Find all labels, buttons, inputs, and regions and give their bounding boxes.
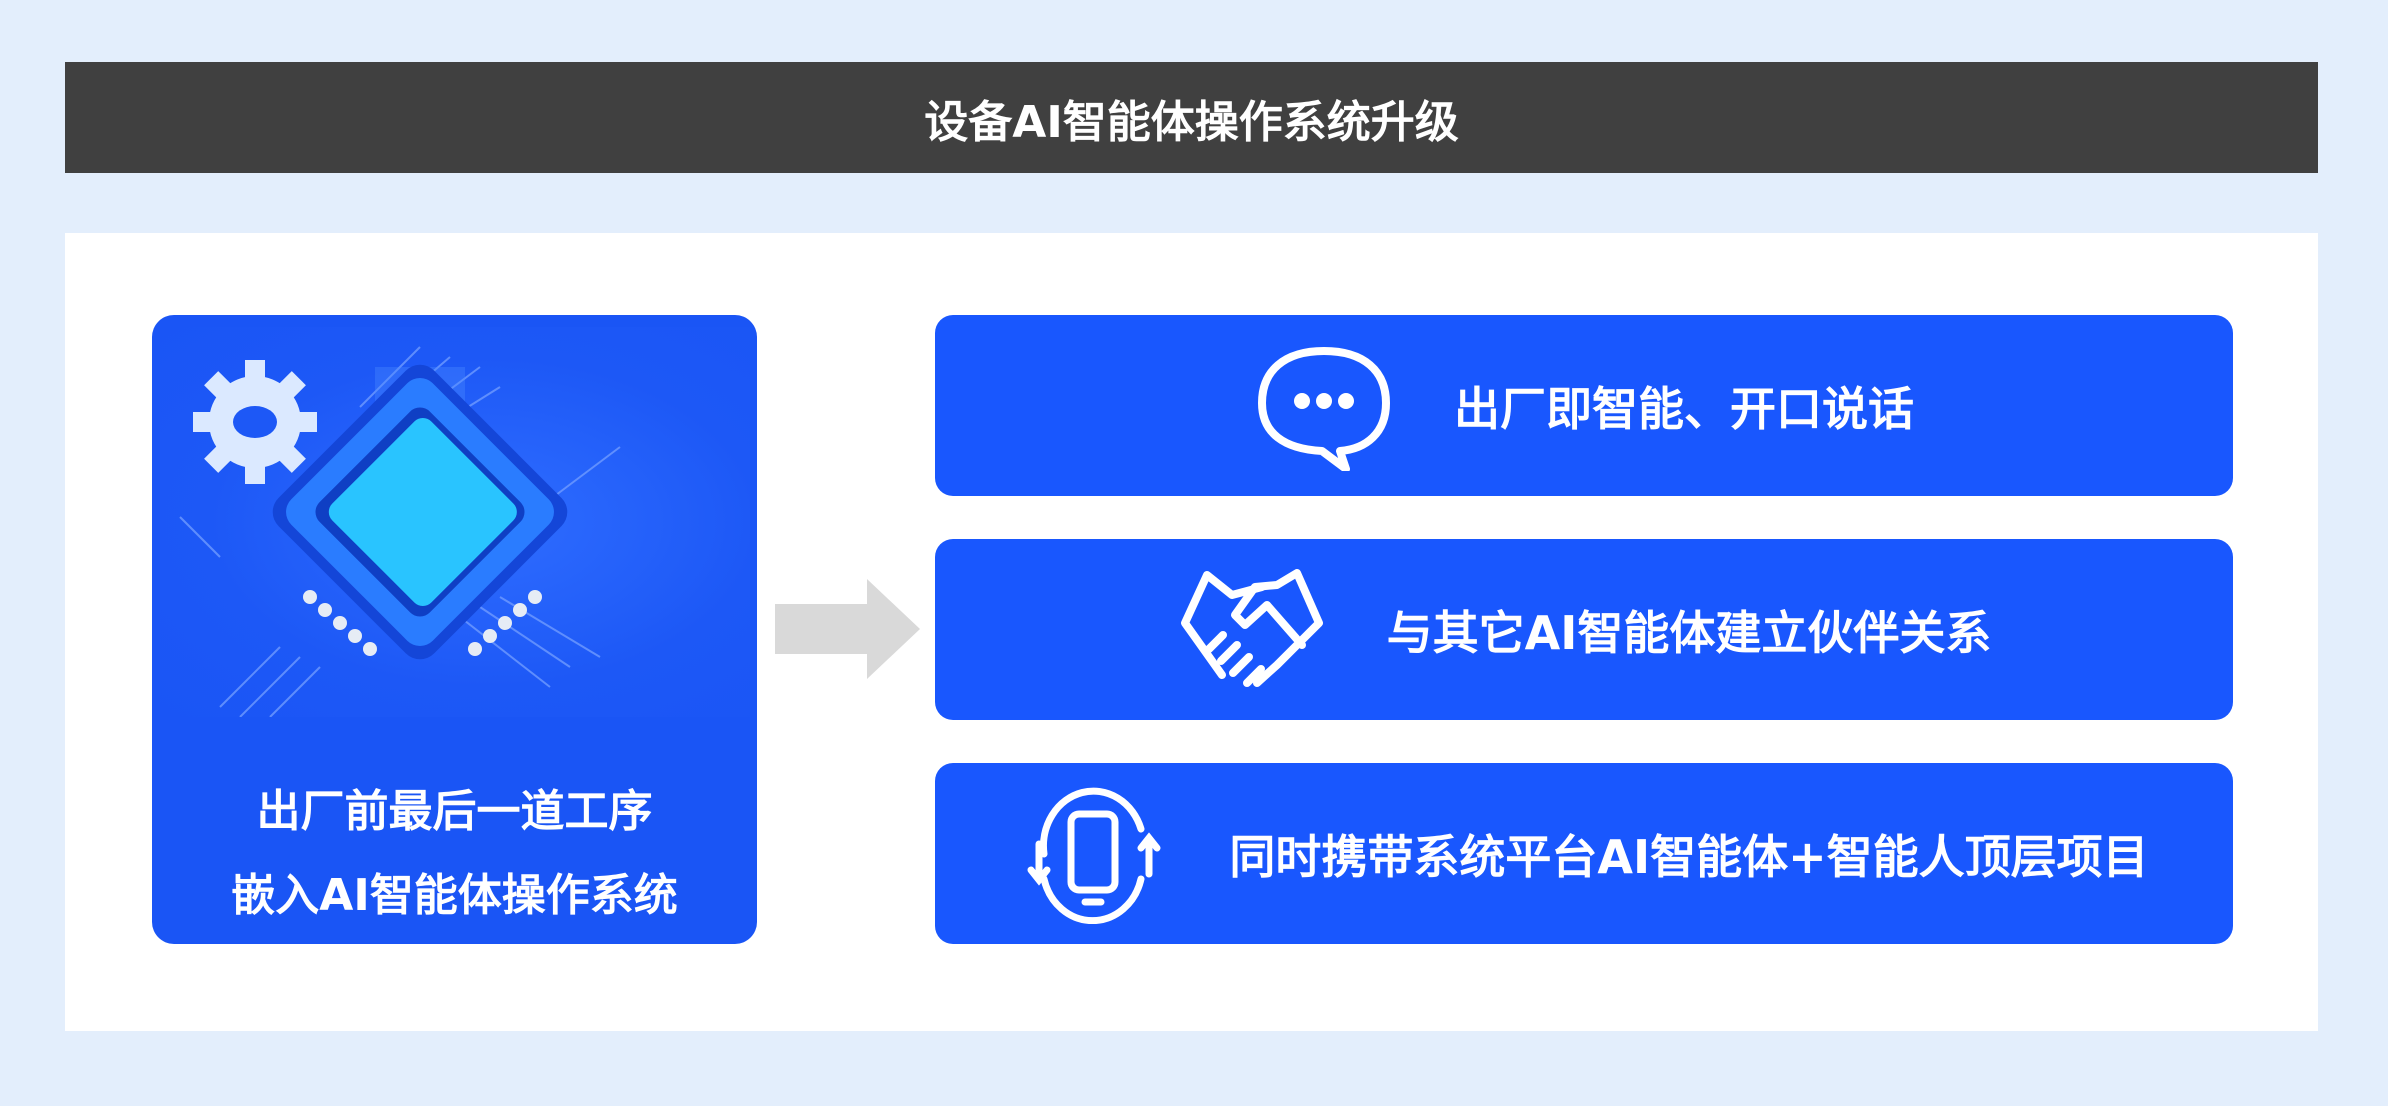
feature-label: 与其它AI智能体建立伙伴关系 xyxy=(1386,605,1992,660)
feature-label: 同时携带系统平台AI智能体+智能人顶层项目 xyxy=(1229,829,2149,884)
os-embed-card: 出厂前最后一道工序 嵌入AI智能体操作系统 xyxy=(152,315,757,944)
feature-card-platform: 同时携带系统平台AI智能体+智能人顶层项目 xyxy=(935,763,2233,944)
feature-label: 出厂即智能、开口说话 xyxy=(1454,381,1914,436)
os-embed-line2: 嵌入AI智能体操作系统 xyxy=(231,870,678,921)
feature-card-partner: 与其它AI智能体建立伙伴关系 xyxy=(935,539,2233,720)
gear-icon xyxy=(193,360,317,484)
os-embed-line1: 出厂前最后一道工序 xyxy=(256,786,653,837)
page-title: 设备AI智能体操作系统升级 xyxy=(924,96,1459,148)
feature-card-speak: 出厂即智能、开口说话 xyxy=(935,315,2233,496)
chip-icon xyxy=(272,364,568,660)
handshake-icon xyxy=(1180,568,1323,687)
right-arrow-icon xyxy=(775,579,920,679)
phone-sync-icon xyxy=(1027,787,1161,924)
page-title-bar: 设备AI智能体操作系统升级 xyxy=(65,62,2318,173)
chat-bubble-icon xyxy=(1258,346,1390,471)
chip-gear-illustration xyxy=(160,327,750,718)
